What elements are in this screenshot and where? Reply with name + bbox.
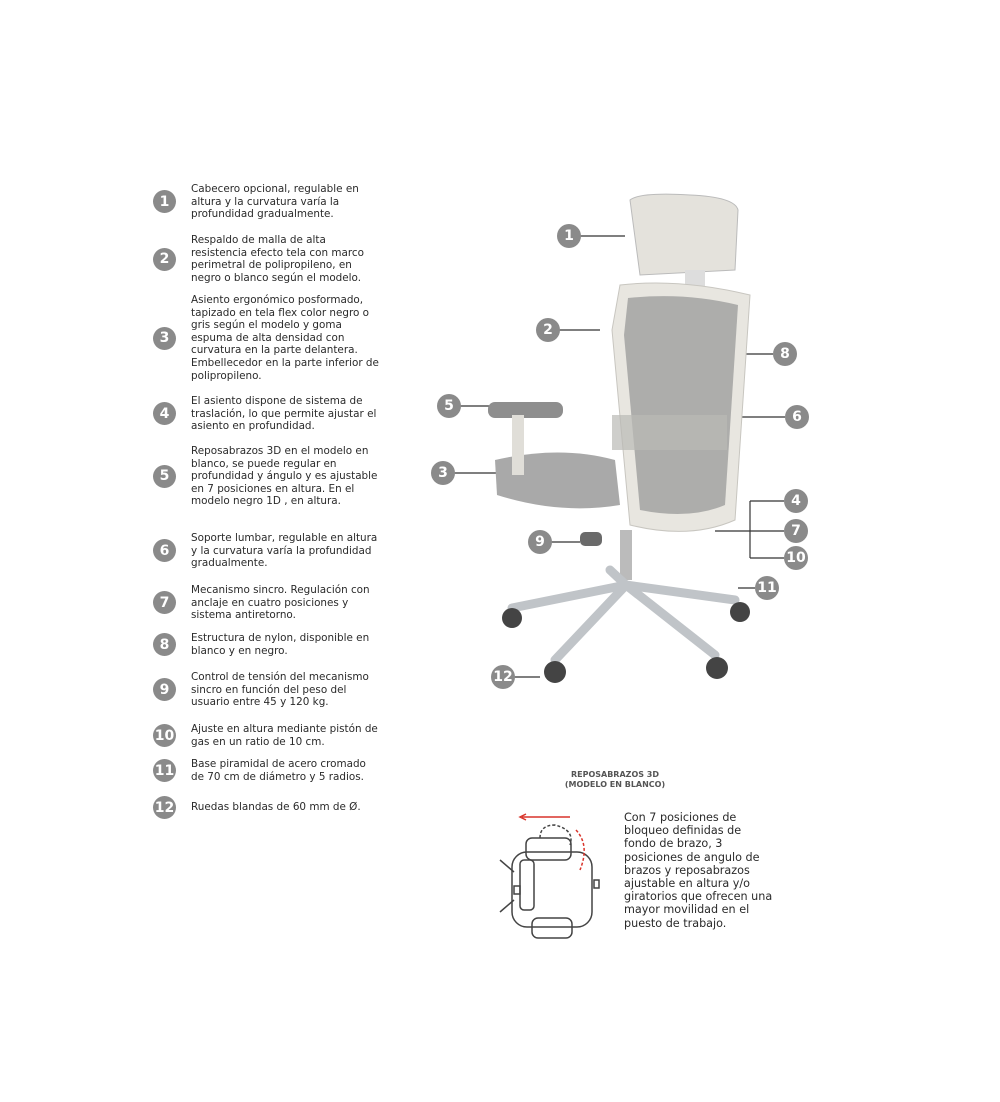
headrest — [629, 193, 739, 276]
callout-8: 8 — [773, 342, 797, 366]
feature-number: 11 — [153, 759, 176, 783]
feature-number: 7 — [153, 591, 176, 615]
callout-7: 7 — [784, 519, 808, 543]
seat — [495, 452, 620, 509]
feature-text: Cabecero opcional, regulable en altura y… — [191, 183, 359, 221]
feature-number: 5 — [153, 464, 176, 488]
wheels — [502, 602, 750, 683]
tension-knob — [580, 532, 602, 546]
feature-item: 2 Respaldo de malla de alta resistencia e… — [153, 234, 393, 284]
feature-item: 11 Base piramidal de acero cromado de 70 … — [153, 758, 393, 783]
callout-1: 1 — [557, 224, 581, 248]
feature-text: Ajuste en altura mediante pistón de gas … — [191, 723, 378, 748]
armrest-title: REPOSABRAZOS 3D (MODELO EN BLANCO) — [540, 770, 690, 790]
feature-item: 5 Reposabrazos 3D en el modelo en blanco,… — [153, 445, 393, 508]
callout-3: 3 — [431, 461, 455, 485]
feature-number: 8 — [153, 633, 176, 657]
arrow-icon — [518, 813, 585, 871]
feature-text: Respaldo de malla de alta resistencia ef… — [191, 234, 364, 284]
feature-number: 3 — [153, 326, 176, 350]
feature-text: Soporte lumbar, regulable en altura y la… — [191, 532, 378, 570]
feature-number: 4 — [153, 402, 176, 426]
feature-number: 6 — [153, 539, 176, 563]
feature-item: 9 Control de tensión del mecanismo sincro… — [153, 671, 393, 709]
feature-item: 3 Asiento ergonómico posformado, tapizado… — [153, 294, 393, 382]
callout-12: 12 — [491, 665, 515, 689]
feature-number: 12 — [153, 796, 176, 819]
feature-number: 9 — [153, 678, 176, 702]
feature-number: 10 — [153, 724, 176, 748]
gas-piston — [620, 530, 632, 580]
armrest — [488, 402, 563, 418]
feature-text: Base piramidal de acero cromado de 70 cm… — [191, 758, 366, 783]
feature-text: Reposabrazos 3D en el modelo en blanco, … — [191, 445, 378, 508]
armrest-description: Con 7 posiciones de bloqueo definidas de… — [624, 811, 773, 930]
feature-text: Asiento ergonómico posformado, tapizado … — [191, 294, 379, 382]
feature-number: 2 — [153, 247, 176, 271]
mesh-back — [624, 296, 738, 514]
callout-6: 6 — [785, 405, 809, 429]
callout-4: 4 — [784, 489, 808, 513]
armrest-title-line2: (MODELO EN BLANCO) — [564, 780, 666, 789]
feature-item: 7 Mecanismo sincro. Regulación con anclaj… — [153, 584, 393, 622]
callout-9: 9 — [528, 530, 552, 554]
armrest-diagram — [499, 824, 600, 939]
feature-text: Control de tensión del mecanismo sincro … — [191, 671, 369, 709]
feature-item: 10 Ajuste en altura mediante pistón de ga… — [153, 723, 393, 748]
armrest-title-line1: REPOSABRAZOS 3D — [570, 770, 660, 779]
callout-10: 10 — [784, 546, 808, 570]
callout-11: 11 — [755, 576, 779, 600]
feature-item: 1 Cabecero opcional, regulable en altura … — [153, 183, 393, 221]
feature-item: 4 El asiento dispone de sistema de trasla… — [153, 395, 393, 433]
feature-item: 6 Soporte lumbar, regulable en altura y l… — [153, 532, 393, 570]
feature-item: 8 Estructura de nylon, disponible en blan… — [153, 632, 393, 657]
feature-item: 12 Ruedas blandas de 60 mm de Ø. — [153, 796, 393, 819]
feature-text: El asiento dispone de sistema de traslac… — [191, 395, 377, 433]
chrome-base — [507, 565, 740, 665]
feature-text: Mecanismo sincro. Regulación con anclaje… — [191, 584, 370, 622]
callout-5: 5 — [437, 394, 461, 418]
callout-2: 2 — [536, 318, 560, 342]
feature-text: Estructura de nylon, disponible en blanc… — [191, 632, 370, 657]
feature-text: Ruedas blandas de 60 mm de Ø. — [191, 801, 361, 814]
feature-number: 1 — [153, 190, 176, 214]
lumbar-support — [612, 415, 727, 450]
